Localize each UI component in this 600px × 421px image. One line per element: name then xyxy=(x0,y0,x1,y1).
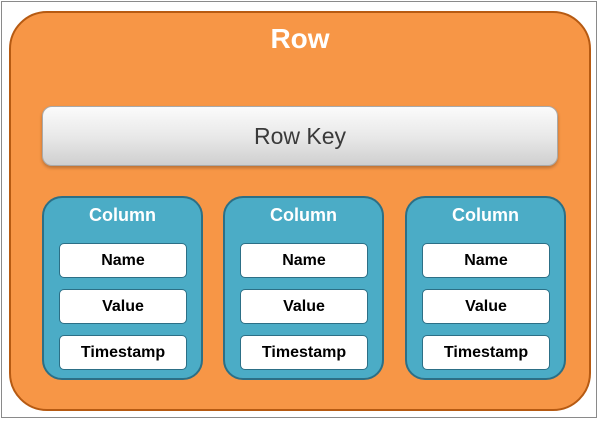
name-field: Name xyxy=(240,243,368,278)
column-box: Column Name Value Timestamp xyxy=(42,196,203,380)
timestamp-field: Timestamp xyxy=(59,335,187,370)
value-field: Value xyxy=(422,289,550,324)
name-field: Name xyxy=(422,243,550,278)
row-title: Row xyxy=(270,23,330,54)
column-box: Column Name Value Timestamp xyxy=(405,196,566,380)
timestamp-field: Timestamp xyxy=(240,335,368,370)
column-title: Column xyxy=(452,205,519,225)
column-title: Column xyxy=(270,205,337,225)
row-key-box: Row Key xyxy=(42,106,558,166)
name-field: Name xyxy=(59,243,187,278)
value-field: Value xyxy=(240,289,368,324)
timestamp-field: Timestamp xyxy=(422,335,550,370)
value-field: Value xyxy=(59,289,187,324)
column-box: Column Name Value Timestamp xyxy=(223,196,384,380)
column-title: Column xyxy=(89,205,156,225)
